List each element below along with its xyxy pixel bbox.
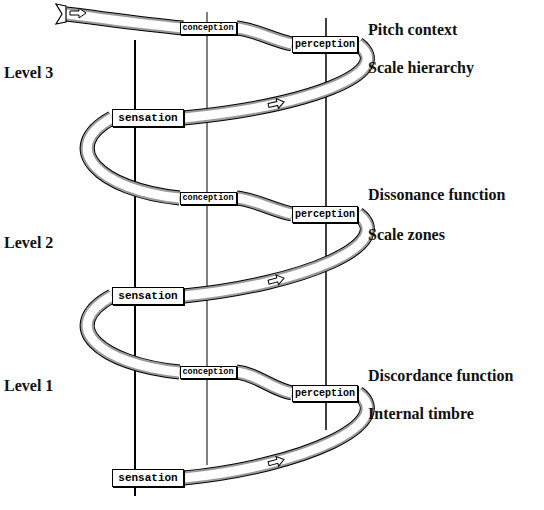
spiral-ribbon [184,214,367,296]
hollow-arrow [70,8,86,18]
stage-label: Discordance function [368,367,513,385]
ribbon-face [66,14,183,28]
box-text: sensation [118,290,177,302]
box-text: perception [295,388,355,399]
level-label: Level 1 [4,377,53,395]
conception-box: conception [180,192,237,205]
stage-label: Scale hierarchy [368,59,474,77]
box-text: conception [182,193,233,203]
ribbon-face [184,44,367,118]
ribbon-face [87,296,179,372]
perception-box: perception [292,385,358,402]
hollow-arrow [267,455,285,469]
box-text: conception [182,367,233,377]
stage-label: Dissonance function [368,186,505,204]
ribbon-edge [184,214,367,296]
ribbon-outline [87,118,179,198]
ribbon-outline [237,198,293,214]
ribbon-outline [66,14,183,28]
ribbon-edge [237,28,293,44]
box-text: sensation [118,112,177,124]
ribbon-outline [237,28,293,44]
ribbon-outline [87,296,179,372]
spiral-ribbon [87,296,179,372]
ribbon-face [237,372,293,393]
ribbon-layer [87,28,367,478]
ribbon-edge [184,393,367,478]
stage-label: Scale zones [368,226,445,244]
ribbon-face [237,198,293,214]
spiral-ribbon [184,393,367,478]
ribbon-face [237,28,293,44]
box-text: conception [182,23,233,33]
ribbon-end [56,4,66,24]
spiral-ribbon [237,28,293,44]
ribbon-tail [56,4,183,28]
ribbon-edge [87,296,179,372]
ribbon-outline [184,393,367,478]
stage-label: Pitch context [368,21,457,39]
level-label: Level 2 [4,234,53,252]
ribbon-face [184,214,367,296]
hollow-arrow [267,97,285,110]
ribbon-edge [87,118,179,198]
conception-box: conception [180,366,237,379]
ribbon-edge [237,198,293,214]
ribbon-outline [184,44,367,118]
spiral-ribbon [237,372,293,393]
sensation-box: sensation [112,469,184,487]
hollow-arrow [267,273,285,287]
perception-box: perception [292,206,358,223]
ribbon-face [87,118,179,198]
conception-box: conception [180,22,237,35]
sensation-box: sensation [112,287,184,305]
axis-line [207,12,208,465]
level-label: Level 3 [4,64,53,82]
box-text: perception [295,39,355,50]
ribbon-edge [184,44,367,118]
ribbon-edge [237,372,293,393]
ribbon-outline [237,372,293,393]
box-text: perception [295,209,355,220]
stage-label: Internal timbre [368,405,474,423]
spiral-ribbon [237,198,293,214]
spiral-ribbon [87,118,179,198]
ribbon-outline [184,214,367,296]
box-text: sensation [118,472,177,484]
axis-line [325,18,327,430]
ribbon-edge [66,14,183,28]
perception-box: perception [292,36,358,53]
ribbon-face [184,393,367,478]
sensation-box: sensation [112,109,184,127]
spiral-ribbon [184,44,367,118]
